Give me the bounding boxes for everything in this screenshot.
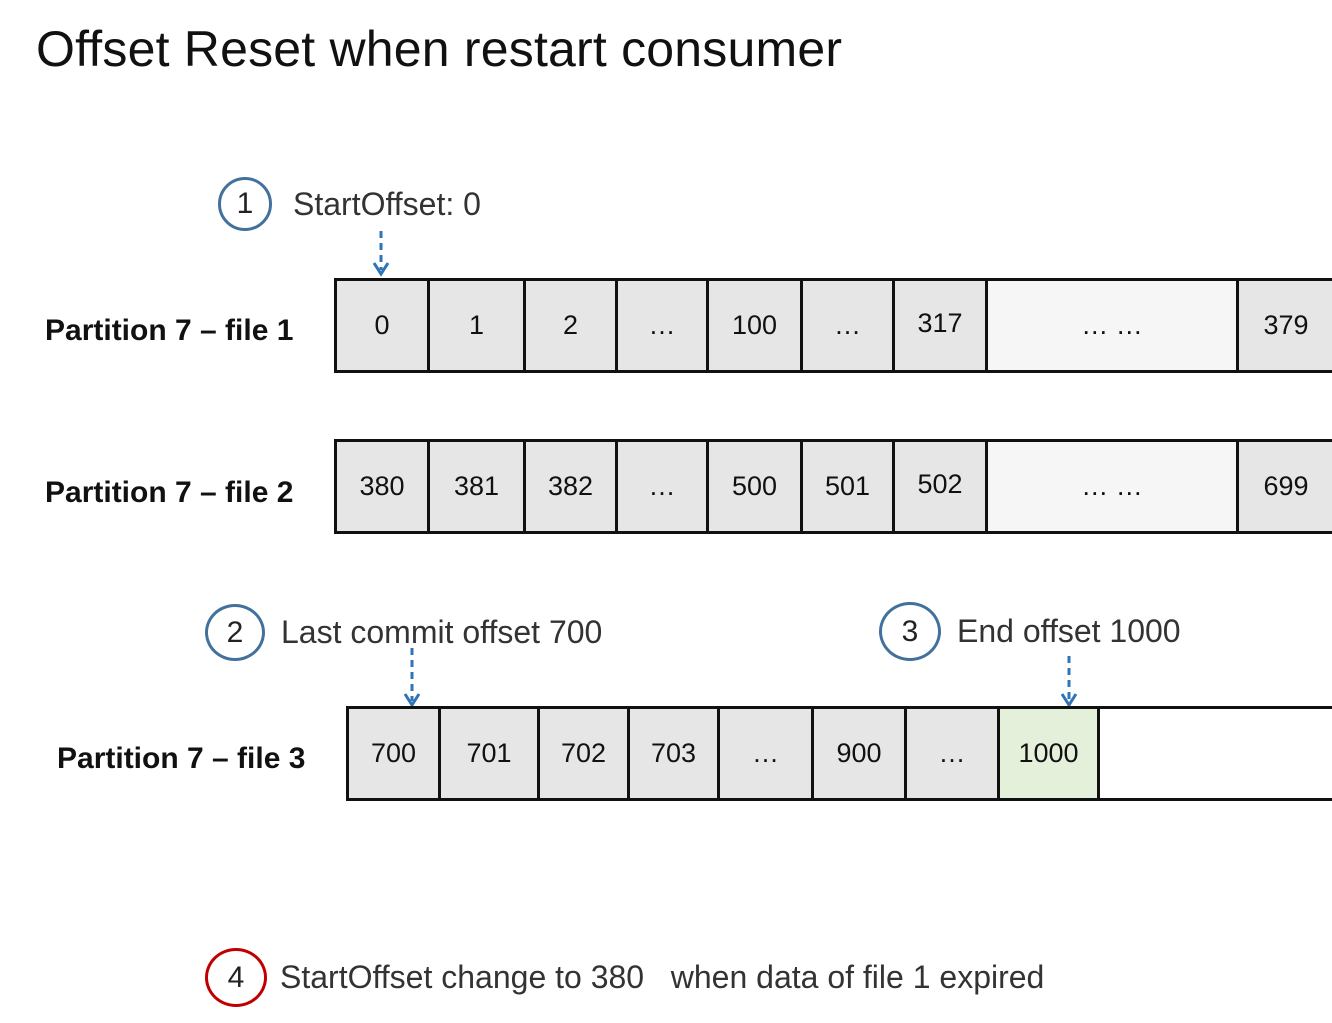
file-1-strip: 0 1 2 … 100 … 317 … … 379 xyxy=(334,278,1332,373)
step-3-circle: 3 xyxy=(879,602,941,661)
file-3-strip: 700 701 702 703 … 900 … 1000 xyxy=(346,706,1332,801)
file-3-cell-empty xyxy=(1100,709,1332,798)
file-3-cell: … xyxy=(907,709,1000,798)
last-commit-arrow-icon xyxy=(403,648,421,708)
file-1-cell: 317 xyxy=(895,281,988,370)
file-2-cell: 502 xyxy=(895,442,988,531)
file-1-cell: 1 xyxy=(430,281,526,370)
file-2-label: Partition 7 – file 2 xyxy=(45,476,294,509)
file-3-cell: 703 xyxy=(630,709,720,798)
file-3-cell-end-offset: 1000 xyxy=(1000,709,1100,798)
callout-start-offset: 1 StartOffset: 0 xyxy=(218,177,481,231)
file-1-cell: 0 xyxy=(337,281,430,370)
file-1-cell: 100 xyxy=(709,281,803,370)
page-title: Offset Reset when restart consumer xyxy=(36,21,843,77)
start-offset-label: StartOffset: 0 xyxy=(293,185,481,222)
file-2-cell: 500 xyxy=(709,442,803,531)
file-2-strip: 380 381 382 … 500 501 502 … … 699 xyxy=(334,439,1332,534)
step-2-circle: 2 xyxy=(205,604,265,661)
file-1-cell: … … xyxy=(988,281,1239,370)
file-2-cell: … xyxy=(618,442,709,531)
file-2-cell: 380 xyxy=(337,442,430,531)
file-2-cell: … … xyxy=(988,442,1239,531)
last-commit-label: Last commit offset 700 xyxy=(281,614,603,650)
file-2-cell: 699 xyxy=(1239,442,1332,531)
start-offset-change-label: StartOffset change to 380 when data of f… xyxy=(280,959,1045,995)
file-2-cell: 382 xyxy=(526,442,618,531)
end-offset-arrow-icon xyxy=(1060,656,1078,708)
callout-last-commit: 2 Last commit offset 700 xyxy=(205,604,602,661)
file-3-cell: 701 xyxy=(441,709,540,798)
file-3-cell: 900 xyxy=(814,709,907,798)
file-1-cell: 379 xyxy=(1239,281,1332,370)
file-2-cell: 501 xyxy=(803,442,895,531)
file-3-cell: 702 xyxy=(540,709,630,798)
file-1-cell: 2 xyxy=(526,281,618,370)
file-3-cell: … xyxy=(720,709,814,798)
start-offset-arrow-icon xyxy=(372,231,390,277)
file-1-label: Partition 7 – file 1 xyxy=(45,314,294,347)
callout-end-offset: 3 End offset 1000 xyxy=(879,602,1181,661)
file-3-cell: 700 xyxy=(349,709,441,798)
step-4-circle: 4 xyxy=(205,948,267,1007)
file-3-label: Partition 7 – file 3 xyxy=(57,742,306,775)
callout-start-offset-change: 4 StartOffset change to 380 when data of… xyxy=(205,948,1044,1007)
file-1-cell: … xyxy=(803,281,895,370)
file-2-cell: 381 xyxy=(430,442,526,531)
step-1-circle: 1 xyxy=(218,177,272,231)
end-offset-label: End offset 1000 xyxy=(957,613,1181,649)
file-1-cell: … xyxy=(618,281,709,370)
